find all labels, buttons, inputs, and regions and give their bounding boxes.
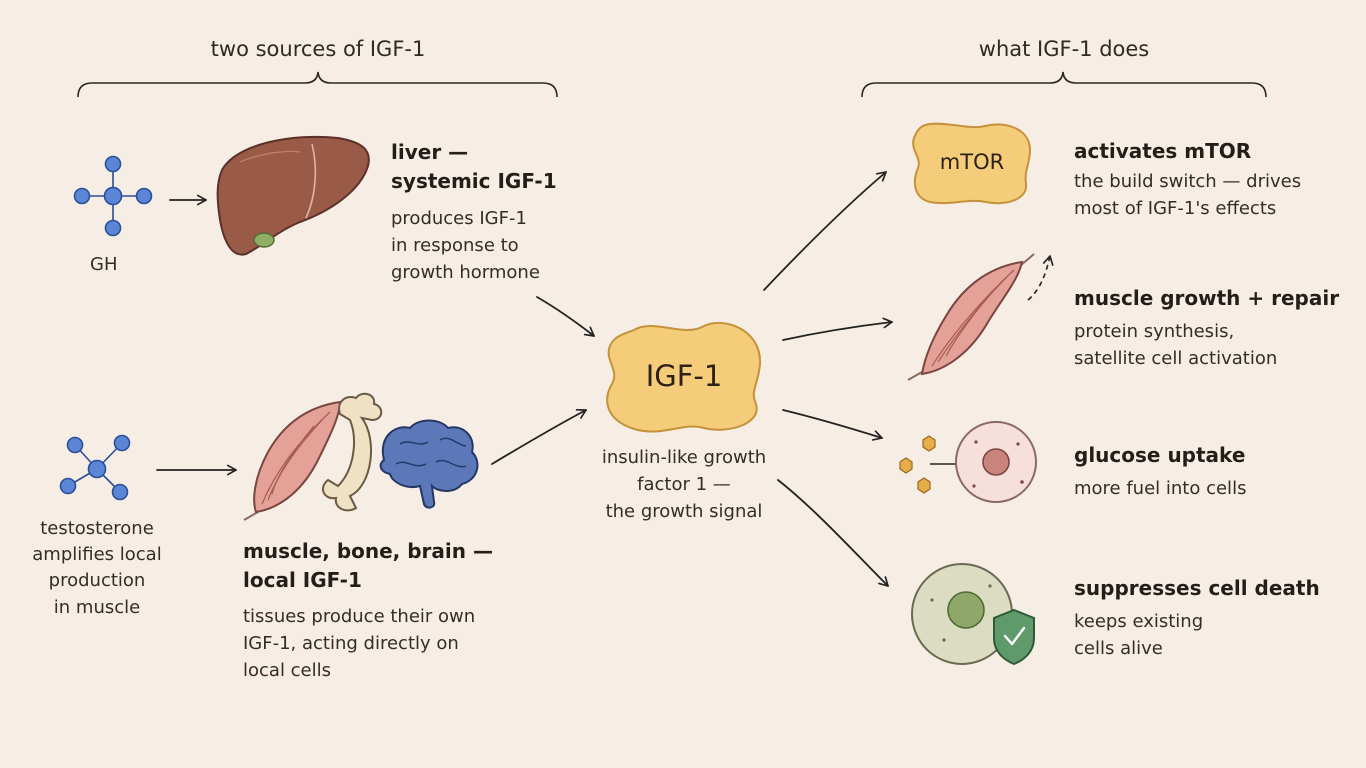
gh-molecule-icon [73, 155, 153, 237]
igf1-to-survival-arrow [777, 479, 889, 587]
center-caption-line-2: factor 1 — [637, 474, 731, 495]
liver-desc-line-1: produces IGF-1 [391, 208, 527, 229]
gh-label: GH [90, 254, 118, 275]
tissues-to-igf1-arrow [491, 409, 587, 465]
sources-header: two sources of IGF-1 [210, 37, 426, 61]
mtor-icon-label: mTOR [939, 150, 1005, 174]
mtor-desc-line-2: most of IGF-1's effects [1074, 198, 1277, 219]
effects-brace [861, 71, 1267, 98]
bone-icon [321, 392, 383, 512]
local-title-line-1: muscle, bone, brain — [243, 539, 493, 563]
survival-desc-line-1: keeps existing [1074, 611, 1204, 632]
liver-title-line-2: systemic IGF-1 [391, 169, 557, 193]
protected-cell-icon [911, 563, 1035, 666]
mtor-blob [912, 122, 1032, 205]
muscle-growth-desc-line-1: protein synthesis, [1074, 321, 1235, 342]
liver-desc-line-3: growth hormone [391, 262, 540, 283]
testosterone-line-4: in muscle [53, 597, 141, 618]
muscle-growth-icon [907, 253, 1054, 381]
local-desc-line-1: tissues produce their own [243, 606, 476, 627]
liver-icon [216, 135, 370, 256]
sources-brace [77, 71, 558, 98]
shield-icon [993, 608, 1035, 666]
testosterone-line-3: production [48, 570, 146, 591]
glucose-title: glucose uptake [1074, 443, 1246, 467]
effects-header: what IGF-1 does [978, 37, 1150, 61]
muscle-growth-title: muscle growth + repair [1074, 286, 1340, 310]
survival-desc-line-2: cells alive [1074, 638, 1163, 659]
local-desc-line-3: local cells [243, 660, 332, 681]
igf1-to-glucose-arrow [782, 409, 883, 441]
igf1-to-muscle-arrow [782, 317, 893, 341]
mtor-title: activates mTOR [1074, 139, 1252, 163]
testosterone-molecule-icon [59, 434, 131, 501]
igf1-blob [606, 321, 762, 433]
local-title-line-2: local IGF-1 [243, 568, 362, 592]
brain-icon [379, 419, 479, 509]
testosterone-line-2: amplifies local [32, 544, 162, 565]
glucose-desc-line-1: more fuel into cells [1074, 478, 1247, 499]
local-desc-line-2: IGF-1, acting directly on [243, 633, 459, 654]
glucose-cell-icon [899, 421, 1037, 503]
center-caption-line-3: the growth signal [605, 501, 763, 522]
liver-desc-line-2: in response to [391, 235, 519, 256]
liver-to-igf1-arrow [536, 296, 595, 337]
igf1-to-mtor-arrow [763, 171, 887, 291]
center-caption-line-1: insulin-like growth [601, 447, 767, 468]
testosterone-line-1: testosterone [40, 518, 154, 539]
igf1-label: IGF-1 [645, 359, 723, 393]
survival-title: suppresses cell death [1074, 576, 1320, 600]
mtor-desc-line-1: the build switch — drives [1074, 171, 1302, 192]
muscle-growth-desc-line-2: satellite cell activation [1074, 348, 1278, 369]
liver-title-line-1: liver — [391, 140, 469, 164]
